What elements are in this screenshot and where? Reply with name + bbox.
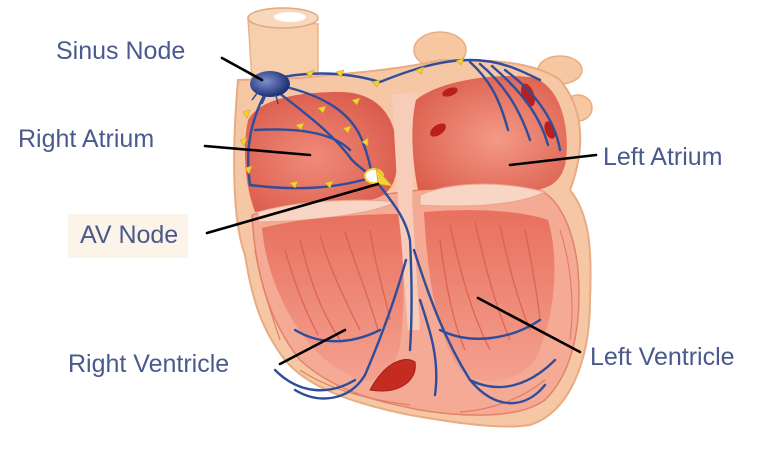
label-sinus-node: Sinus Node — [56, 36, 185, 66]
label-right-atrium: Right Atrium — [18, 124, 154, 154]
superior-vena-cava — [248, 8, 318, 82]
label-left-ventricle: Left Ventricle — [590, 342, 735, 372]
label-right-ventricle: Right Ventricle — [68, 349, 229, 379]
label-left-atrium: Left Atrium — [603, 142, 723, 172]
label-av-node: AV Node — [68, 214, 188, 258]
